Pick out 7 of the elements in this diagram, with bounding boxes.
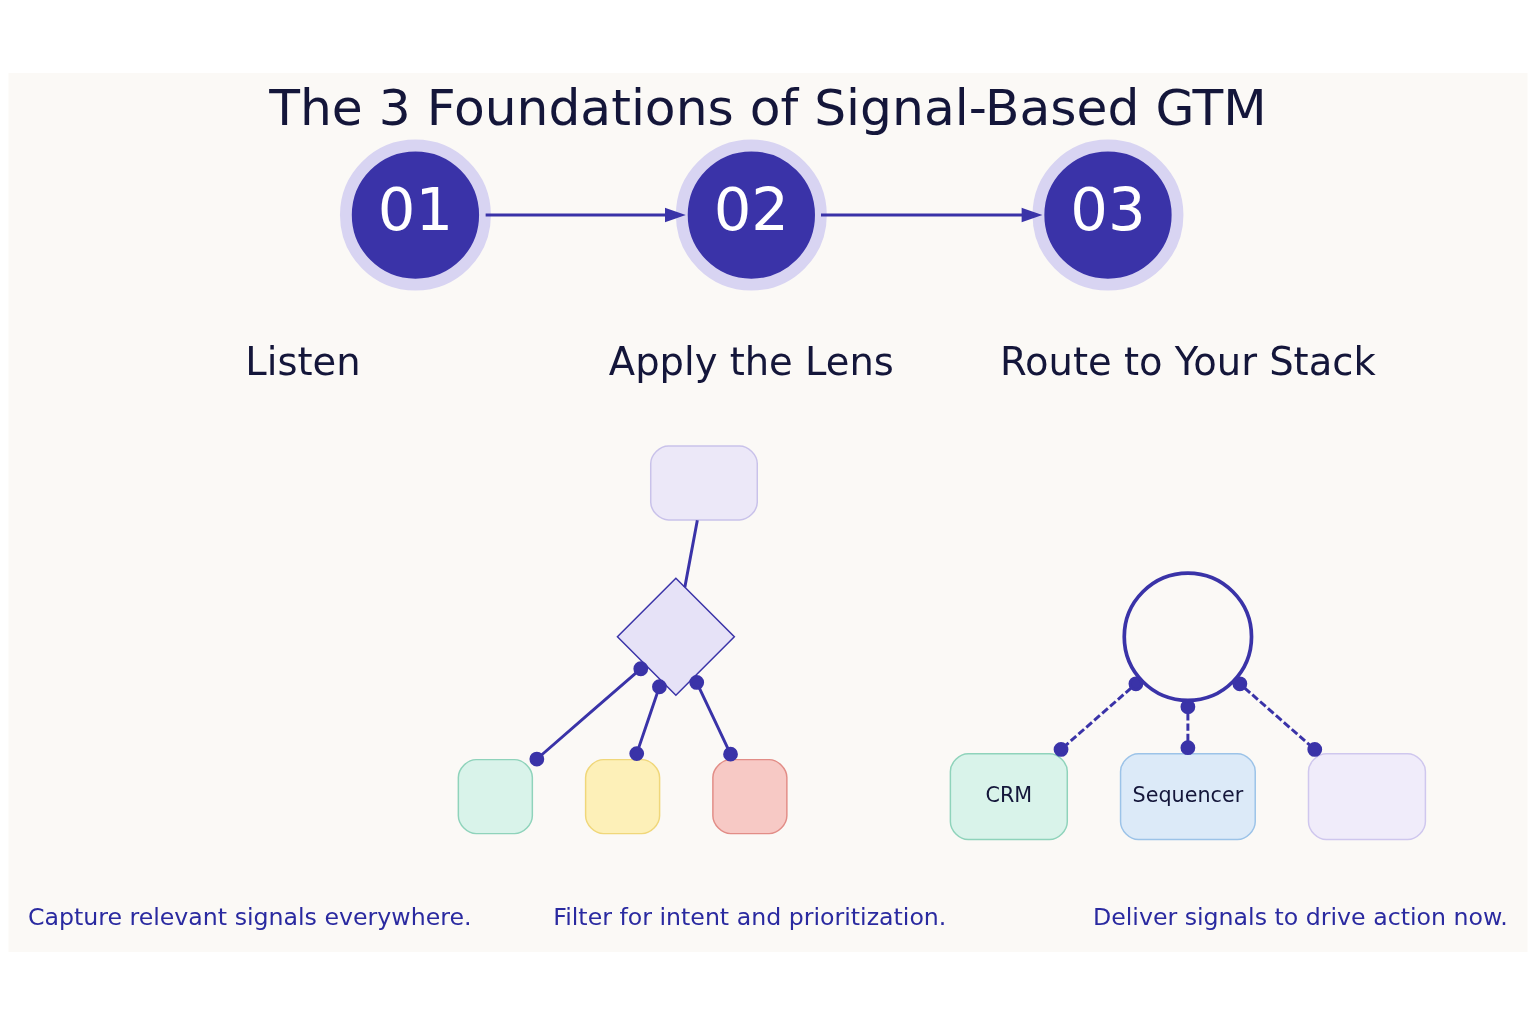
- label: Listen: [245, 338, 361, 384]
- label: Deliver signals to drive action now.: [1093, 902, 1508, 931]
- label: Apply the Lens: [608, 338, 894, 384]
- label: Filter for intent and prioritization.: [553, 902, 947, 931]
- label: Capture relevant signals everywhere.: [27, 902, 472, 931]
- label: Route to Your Stack: [1000, 338, 1376, 384]
- diagram-title: The 3 Foundations of Signal-Based GTM: [269, 77, 1267, 137]
